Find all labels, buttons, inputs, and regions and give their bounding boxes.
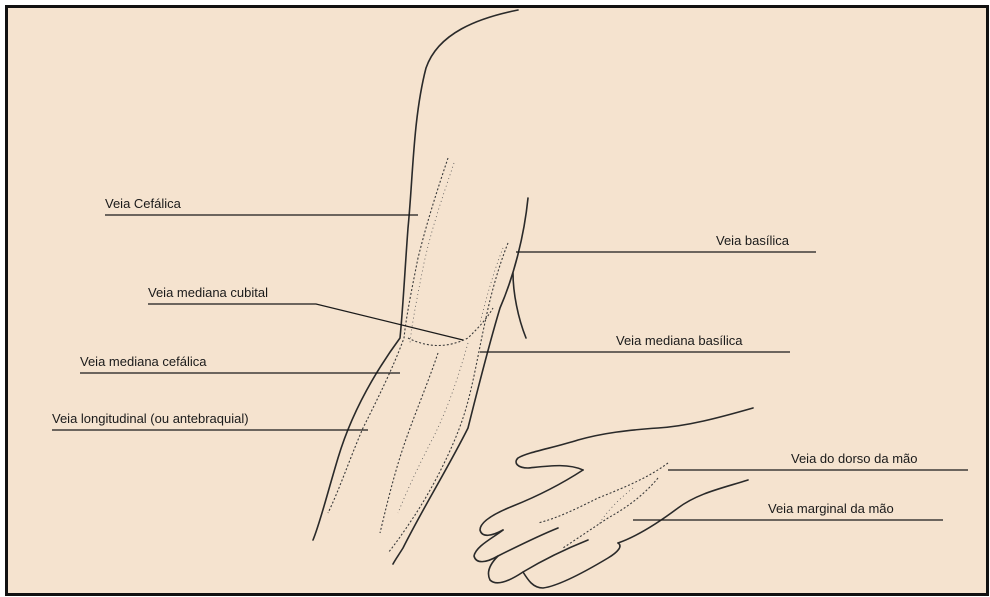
cephalic-vein: [328, 158, 448, 513]
finger-little: [523, 543, 620, 588]
label-veia-mediana-cefalica: Veia mediana cefálica: [80, 354, 207, 369]
basilic-vein: [388, 243, 508, 553]
arm-veins-diagram: Veia Cefálica Veia basílica Veia mediana…: [8, 8, 986, 593]
hand-top: [618, 480, 748, 543]
hand-veins: [538, 463, 668, 548]
label-veia-mediana-basilica: Veia mediana basílica: [616, 333, 743, 348]
hand-outline: [474, 408, 753, 588]
label-veia-longitudinal: Veia longitudinal (ou antebraquial): [52, 411, 249, 426]
label-veia-mediana-cubital: Veia mediana cubital: [148, 285, 268, 300]
arm-outline: [313, 10, 528, 564]
upper-arm-right-edge: [393, 198, 528, 564]
median-cubital-vein: [408, 308, 493, 346]
leader-mediana-cubital: [148, 304, 463, 340]
upper-arm-left-edge: [313, 10, 518, 540]
hand-vein-branch: [598, 488, 633, 526]
median-antebrachial-vein: [380, 353, 438, 533]
dorsal-hand-vein: [538, 463, 668, 523]
finger-index: [480, 470, 583, 535]
label-veia-dorso-mao: Veia do dorso da mão: [791, 451, 917, 466]
arm-veins: [328, 158, 508, 553]
label-veia-cefalica: Veia Cefálica: [105, 196, 182, 211]
cephalic-vein-shadow: [410, 163, 454, 343]
elbow-crease: [513, 273, 526, 338]
diagram-frame: Veia Cefálica Veia basílica Veia mediana…: [5, 5, 989, 596]
finger-middle: [474, 528, 558, 562]
label-veia-marginal-mao: Veia marginal da mão: [768, 501, 894, 516]
thumb: [516, 408, 753, 470]
label-veia-basilica: Veia basílica: [716, 233, 790, 248]
labels: Veia Cefálica Veia basílica Veia mediana…: [52, 196, 917, 516]
marginal-hand-vein: [563, 478, 658, 548]
